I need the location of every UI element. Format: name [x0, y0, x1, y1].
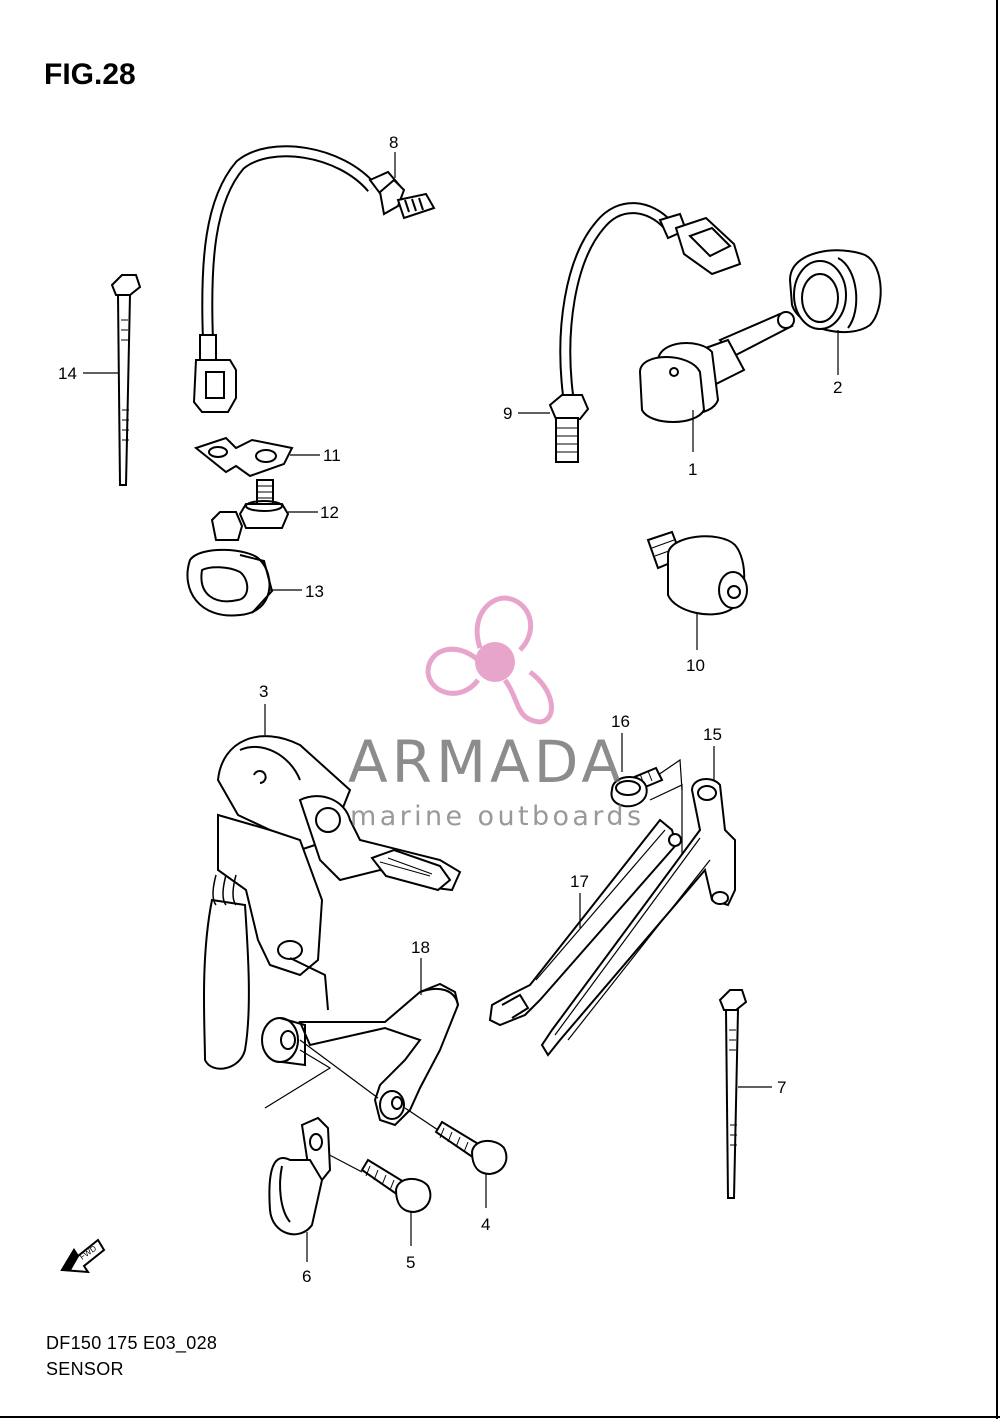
watermark-brand: ARMADA	[348, 728, 626, 796]
callout-5: 5	[406, 1253, 415, 1272]
forward-direction-arrow-icon	[60, 1238, 106, 1274]
callout-17: 17	[570, 872, 589, 891]
callout-1: 1	[688, 460, 697, 479]
part-3-throttle-sensor	[202, 735, 462, 1070]
callout-7: 7	[777, 1078, 786, 1097]
callout-14: 14	[58, 364, 77, 383]
watermark-tagline: marine outboards	[350, 801, 645, 832]
callout-10: 10	[686, 656, 705, 675]
part-18-bracket	[298, 982, 460, 1127]
part-1-sensor	[638, 311, 795, 423]
part-11-bracket-plate	[193, 436, 294, 478]
callout-4: 4	[481, 1215, 490, 1234]
callout-15: 15	[703, 725, 722, 744]
part-13-clamp	[186, 511, 274, 617]
part-9-sensor-with-cable	[548, 202, 742, 463]
figure-title: FIG.28	[44, 58, 136, 91]
part-5-bolt	[360, 1158, 432, 1214]
part-4-bolt	[434, 1120, 508, 1176]
part-7-cable-tie	[718, 989, 748, 1199]
part-6-cable-clip	[268, 1116, 332, 1236]
part-15-link-arm	[540, 778, 736, 1057]
part-16-screw	[610, 766, 664, 808]
armada-logo-icon	[425, 595, 554, 725]
section-name: SENSOR	[46, 1359, 124, 1379]
part-10-knock-sensor	[646, 530, 748, 616]
callout-11: 11	[323, 446, 341, 465]
part-8-sensor-with-cable	[192, 145, 436, 413]
callout-18: 18	[411, 938, 430, 957]
model-code: DF150 175 E03_028	[46, 1333, 218, 1353]
callout-8: 8	[389, 133, 398, 152]
callout-13: 13	[305, 582, 324, 601]
callout-6: 6	[302, 1267, 311, 1286]
callout-12: 12	[320, 503, 339, 522]
part-2-grommet	[788, 249, 882, 333]
callout-16: 16	[611, 712, 630, 731]
callout-3: 3	[259, 682, 268, 701]
part-17-rod	[488, 818, 682, 1027]
part-14-cable-tie	[110, 274, 142, 486]
part-12-bolt	[238, 479, 290, 529]
part-18-spacer	[261, 1017, 306, 1067]
callout-9: 9	[503, 404, 512, 423]
callout-2: 2	[833, 378, 842, 397]
